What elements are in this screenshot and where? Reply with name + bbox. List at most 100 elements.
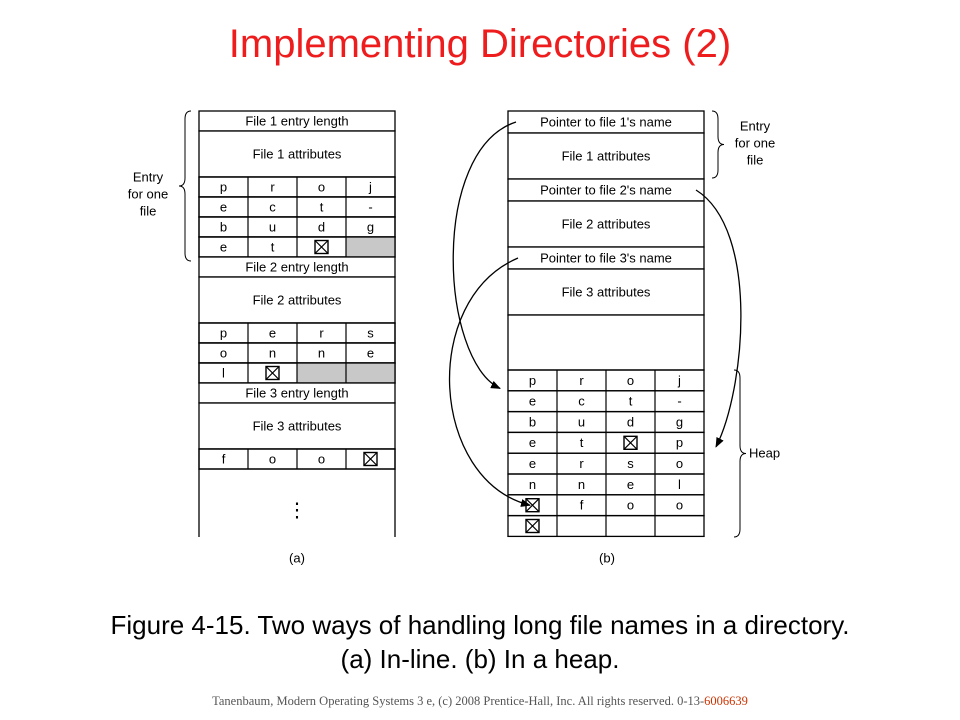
dir-row-11: File 3 entry length <box>198 382 396 404</box>
char-cell: o <box>627 373 634 388</box>
caption-line-2: (a) In-line. (b) In a heap. <box>340 644 620 674</box>
char-cell: - <box>677 394 681 409</box>
figure-label-a: (a) <box>289 550 305 565</box>
char-cell: e <box>627 477 634 492</box>
entry-length-row: File 3 entry length <box>245 385 348 400</box>
char-cell: e <box>529 456 536 471</box>
padding-cell <box>297 363 346 383</box>
char-cell: r <box>319 325 324 340</box>
char-cell: l <box>222 365 225 380</box>
row-box <box>507 200 705 248</box>
char-cell: u <box>578 414 585 429</box>
row-box <box>198 276 396 324</box>
name-pointer-row: Pointer to file 2's name <box>540 182 672 197</box>
char-cell: s <box>367 325 374 340</box>
crossed-box-icon <box>265 365 280 381</box>
heap-row-7 <box>507 514 705 538</box>
char-cell: j <box>677 373 681 388</box>
padding-cell <box>346 363 395 383</box>
file-3-name-pointer-arrow <box>449 257 531 507</box>
entry-brace <box>178 110 192 262</box>
attributes-row: File 3 attributes <box>253 418 342 433</box>
char-cell: r <box>270 179 275 194</box>
char-cell: j <box>368 179 372 194</box>
attributes-row: File 1 attributes <box>562 148 651 163</box>
char-cell: p <box>529 373 536 388</box>
char-cell: o <box>318 179 325 194</box>
attributes-row: File 2 attributes <box>562 216 651 231</box>
char-cell: e <box>529 394 536 409</box>
dir-row-12: File 3 attributes <box>198 402 396 450</box>
char-cell: o <box>627 498 634 513</box>
ellipsis: ⋮ <box>287 499 307 521</box>
char-cell: e <box>269 325 276 340</box>
char-cell: e <box>220 239 227 254</box>
entry-row-4: Pointer to file 3's name <box>507 246 705 270</box>
char-cell: n <box>318 345 325 360</box>
char-cell: f <box>580 498 584 513</box>
char-cell: c <box>578 394 585 409</box>
row-box <box>507 268 705 316</box>
char-cell: o <box>676 456 683 471</box>
dir-row-1: File 1 attributes <box>198 130 396 178</box>
entry-label: file <box>747 152 764 167</box>
figure-label-b: (b) <box>599 550 615 565</box>
char-cell: b <box>220 219 227 234</box>
dir-row-0: File 1 entry length <box>198 110 396 132</box>
char-cell: b <box>529 414 536 429</box>
char-cell: p <box>676 435 683 450</box>
char-cell: n <box>269 345 276 360</box>
char-cell: n <box>529 477 536 492</box>
entry-label: Entry <box>740 118 771 133</box>
char-cell: f <box>222 451 226 466</box>
slide-title: Implementing Directories (2) <box>228 22 732 66</box>
dir-row-10: l <box>198 362 396 384</box>
entry-label: for one <box>128 186 168 201</box>
char-cell: o <box>318 451 325 466</box>
char-cell: t <box>320 199 324 214</box>
char-cell: d <box>627 414 634 429</box>
char-cell: t <box>629 394 633 409</box>
row-box <box>198 402 396 450</box>
figure-caption: Figure 4-15. Two ways of handling long f… <box>0 608 960 676</box>
crossed-box-icon <box>314 239 329 255</box>
name-pointer-row: Pointer to file 3's name <box>540 250 672 265</box>
crossed-box-icon <box>525 518 540 534</box>
char-cell: e <box>529 435 536 450</box>
char-cell: n <box>578 477 585 492</box>
entry-label: for one <box>735 135 775 150</box>
entry-label: file <box>140 203 157 218</box>
char-cell: t <box>580 435 584 450</box>
char-cell: t <box>271 239 275 254</box>
char-cell: r <box>579 456 584 471</box>
char-cell: p <box>220 325 227 340</box>
footer-text: Tanenbaum, Modern Operating Systems 3 e,… <box>212 694 705 708</box>
char-cell: g <box>367 219 374 234</box>
entry-row-1: File 1 attributes <box>507 132 705 180</box>
dir-row-6: File 2 entry length <box>198 256 396 278</box>
char-cell: - <box>368 199 372 214</box>
char-cell: p <box>220 179 227 194</box>
entry-length-row: File 2 entry length <box>245 259 348 274</box>
footer-isbn: 6006639 <box>704 694 748 708</box>
copyright-footer: Tanenbaum, Modern Operating Systems 3 e,… <box>0 694 960 709</box>
char-cell: c <box>269 199 276 214</box>
dir-row-7: File 2 attributes <box>198 276 396 324</box>
attributes-row: File 2 attributes <box>253 292 342 307</box>
entry-label: Entry <box>133 169 164 184</box>
entry-row-3: File 2 attributes <box>507 200 705 248</box>
free-space <box>507 314 705 371</box>
attributes-row: File 3 attributes <box>562 284 651 299</box>
